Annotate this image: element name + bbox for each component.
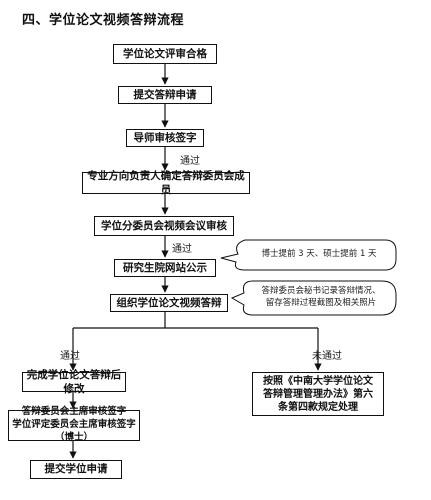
step-subcommittee-video-review: 学位分委员会视频会议审核 [94, 216, 234, 236]
step-chair-signatures: 答辩委员会主席审核签字 学位评定委员会主席审核签字（博士） [8, 406, 140, 443]
step-failed-handling: 按照《中南大学学位论文 答辩管理管理办法》第六 条第四款规定处理 [252, 372, 384, 416]
step-confirm-committee: 专业方向负责人确定答辩委员会成员 [82, 170, 250, 196]
callout-publicity-bubble [220, 239, 397, 271]
callout-record-text: 答辩委员会秘书记录答辩情况、 留存答辩过程截图及相关照片 [261, 286, 381, 309]
step-submit-defense-application: 提交答辩申请 [118, 86, 212, 104]
edge-label-pass-1: 通过 [180, 156, 200, 167]
callout-publicity-text: 博士提前 3 天、硕士提前 1 天 [261, 249, 377, 259]
step-supervisor-sign: 导师审核签字 [126, 129, 204, 147]
step-post-defense-revision: 完成学位论文答辩后修改 [22, 369, 126, 395]
callout-record-bubble [230, 280, 397, 316]
step-website-publicity: 研究生院网站公示 [114, 259, 216, 277]
edge-label-fail: 未通过 [312, 351, 342, 362]
step-thesis-review-passed: 学位论文评审合格 [113, 44, 217, 64]
step-video-defense: 组织学位论文视频答辩 [110, 294, 228, 312]
edge-label-pass-2: 通过 [172, 244, 192, 255]
page-title: 四、学位论文视频答辩流程 [22, 13, 185, 28]
step-submit-degree-application: 提交学位申请 [30, 460, 122, 479]
edge-label-pass-3: 通过 [60, 351, 80, 362]
